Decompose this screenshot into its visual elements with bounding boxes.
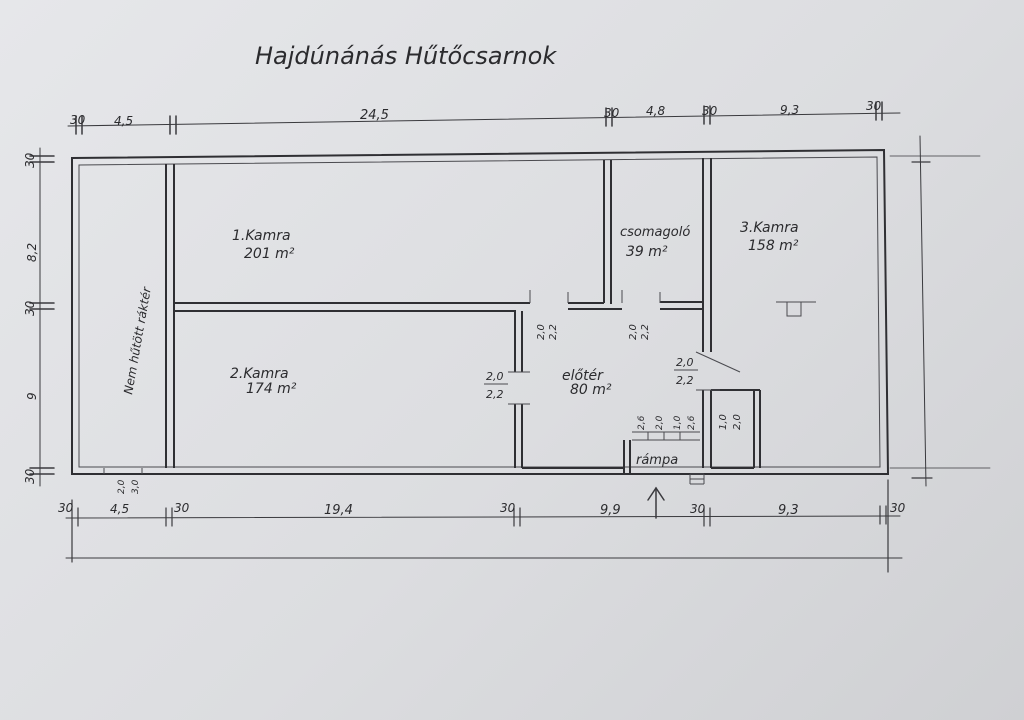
door4-label-h: 2,2 xyxy=(676,374,694,387)
door-openings xyxy=(508,290,741,485)
room-kamra1-area: 201 m² xyxy=(244,246,295,262)
ramp-label-3: 2,6 xyxy=(687,415,697,430)
dim-left-3: 9 xyxy=(25,392,39,400)
room-nem-hutott-name: Nem hűtött ráktér xyxy=(121,285,154,395)
room-csomagolo-area: 39 m² xyxy=(626,244,668,260)
dim-bottom-1: 4,5 xyxy=(110,502,129,516)
room-rampa-name: rámpa xyxy=(636,453,678,468)
right-dimension-line xyxy=(889,135,991,487)
door2-label-h: 2,2 xyxy=(640,324,651,340)
dim-bottom-4: 30 xyxy=(500,501,516,515)
niche-label-0: 1,0 xyxy=(718,414,729,430)
door3-label-w: 2,0 xyxy=(486,370,504,383)
dim-top-1: 4,5 xyxy=(114,114,133,128)
dim-top-7: 30 xyxy=(866,99,882,113)
ramp-label-2: 1,0 xyxy=(673,415,683,430)
outer-walls xyxy=(71,148,890,475)
door2-label-w: 2,0 xyxy=(628,324,639,340)
dim-top-5: 30 xyxy=(702,104,718,118)
dim-top-4: 4,8 xyxy=(646,104,665,118)
room-kamra2-name: 2.Kamra xyxy=(230,366,289,382)
room-kamra1-name: 1.Kamra xyxy=(232,228,291,244)
dim-bottom-3: 19,4 xyxy=(324,503,353,518)
dim-left-0: 30 xyxy=(23,152,37,168)
raktar-door-label-1: 3,0 xyxy=(131,479,141,494)
dim-top-2: 24,5 xyxy=(360,108,389,123)
room-eloter-name: előtér xyxy=(562,368,604,384)
plan-title: Hajdúnánás Hűtőcsarnok xyxy=(255,42,557,70)
dim-bottom-7: 9,3 xyxy=(778,503,799,518)
top-dimension-line xyxy=(67,101,901,135)
dim-left-1: 8,2 xyxy=(25,243,39,262)
dim-bottom-0: 30 xyxy=(58,501,74,515)
left-dimension-line xyxy=(29,147,55,487)
raktar-door-label-0: 2,0 xyxy=(117,479,127,494)
door1-label-w: 2,0 xyxy=(536,324,547,340)
ramp-label-0: 2,6 xyxy=(637,415,647,430)
entrance-arrow-icon xyxy=(647,486,665,519)
bottom-dimension-line xyxy=(65,479,903,573)
door1-label-h: 2,2 xyxy=(548,324,559,340)
room-csomagolo-name: csomagoló xyxy=(620,225,690,240)
room-kamra3-area: 158 m² xyxy=(748,238,799,254)
dim-bottom-6: 30 xyxy=(690,502,706,516)
door3-label-h: 2,2 xyxy=(486,388,504,401)
room-kamra2-area: 174 m² xyxy=(246,381,297,397)
ramp-label-1: 2,0 xyxy=(655,415,665,430)
dim-bottom-2: 30 xyxy=(174,501,190,515)
niche-label-1: 2,0 xyxy=(732,414,743,430)
dim-bottom-8: 30 xyxy=(890,501,906,515)
dim-top-6: 9,3 xyxy=(780,103,799,117)
column-square-icon xyxy=(786,301,802,317)
dim-top-0: 30 xyxy=(70,113,86,127)
interior-walls xyxy=(103,158,761,474)
dim-bottom-5: 9,9 xyxy=(600,503,621,518)
room-kamra3-name: 3.Kamra xyxy=(740,220,799,236)
room-eloter-area: 80 m² xyxy=(570,382,612,398)
dim-left-4: 30 xyxy=(23,468,37,484)
dim-top-3: 30 xyxy=(604,106,620,120)
door4-label-w: 2,0 xyxy=(676,356,694,369)
dim-left-2: 30 xyxy=(23,300,37,316)
